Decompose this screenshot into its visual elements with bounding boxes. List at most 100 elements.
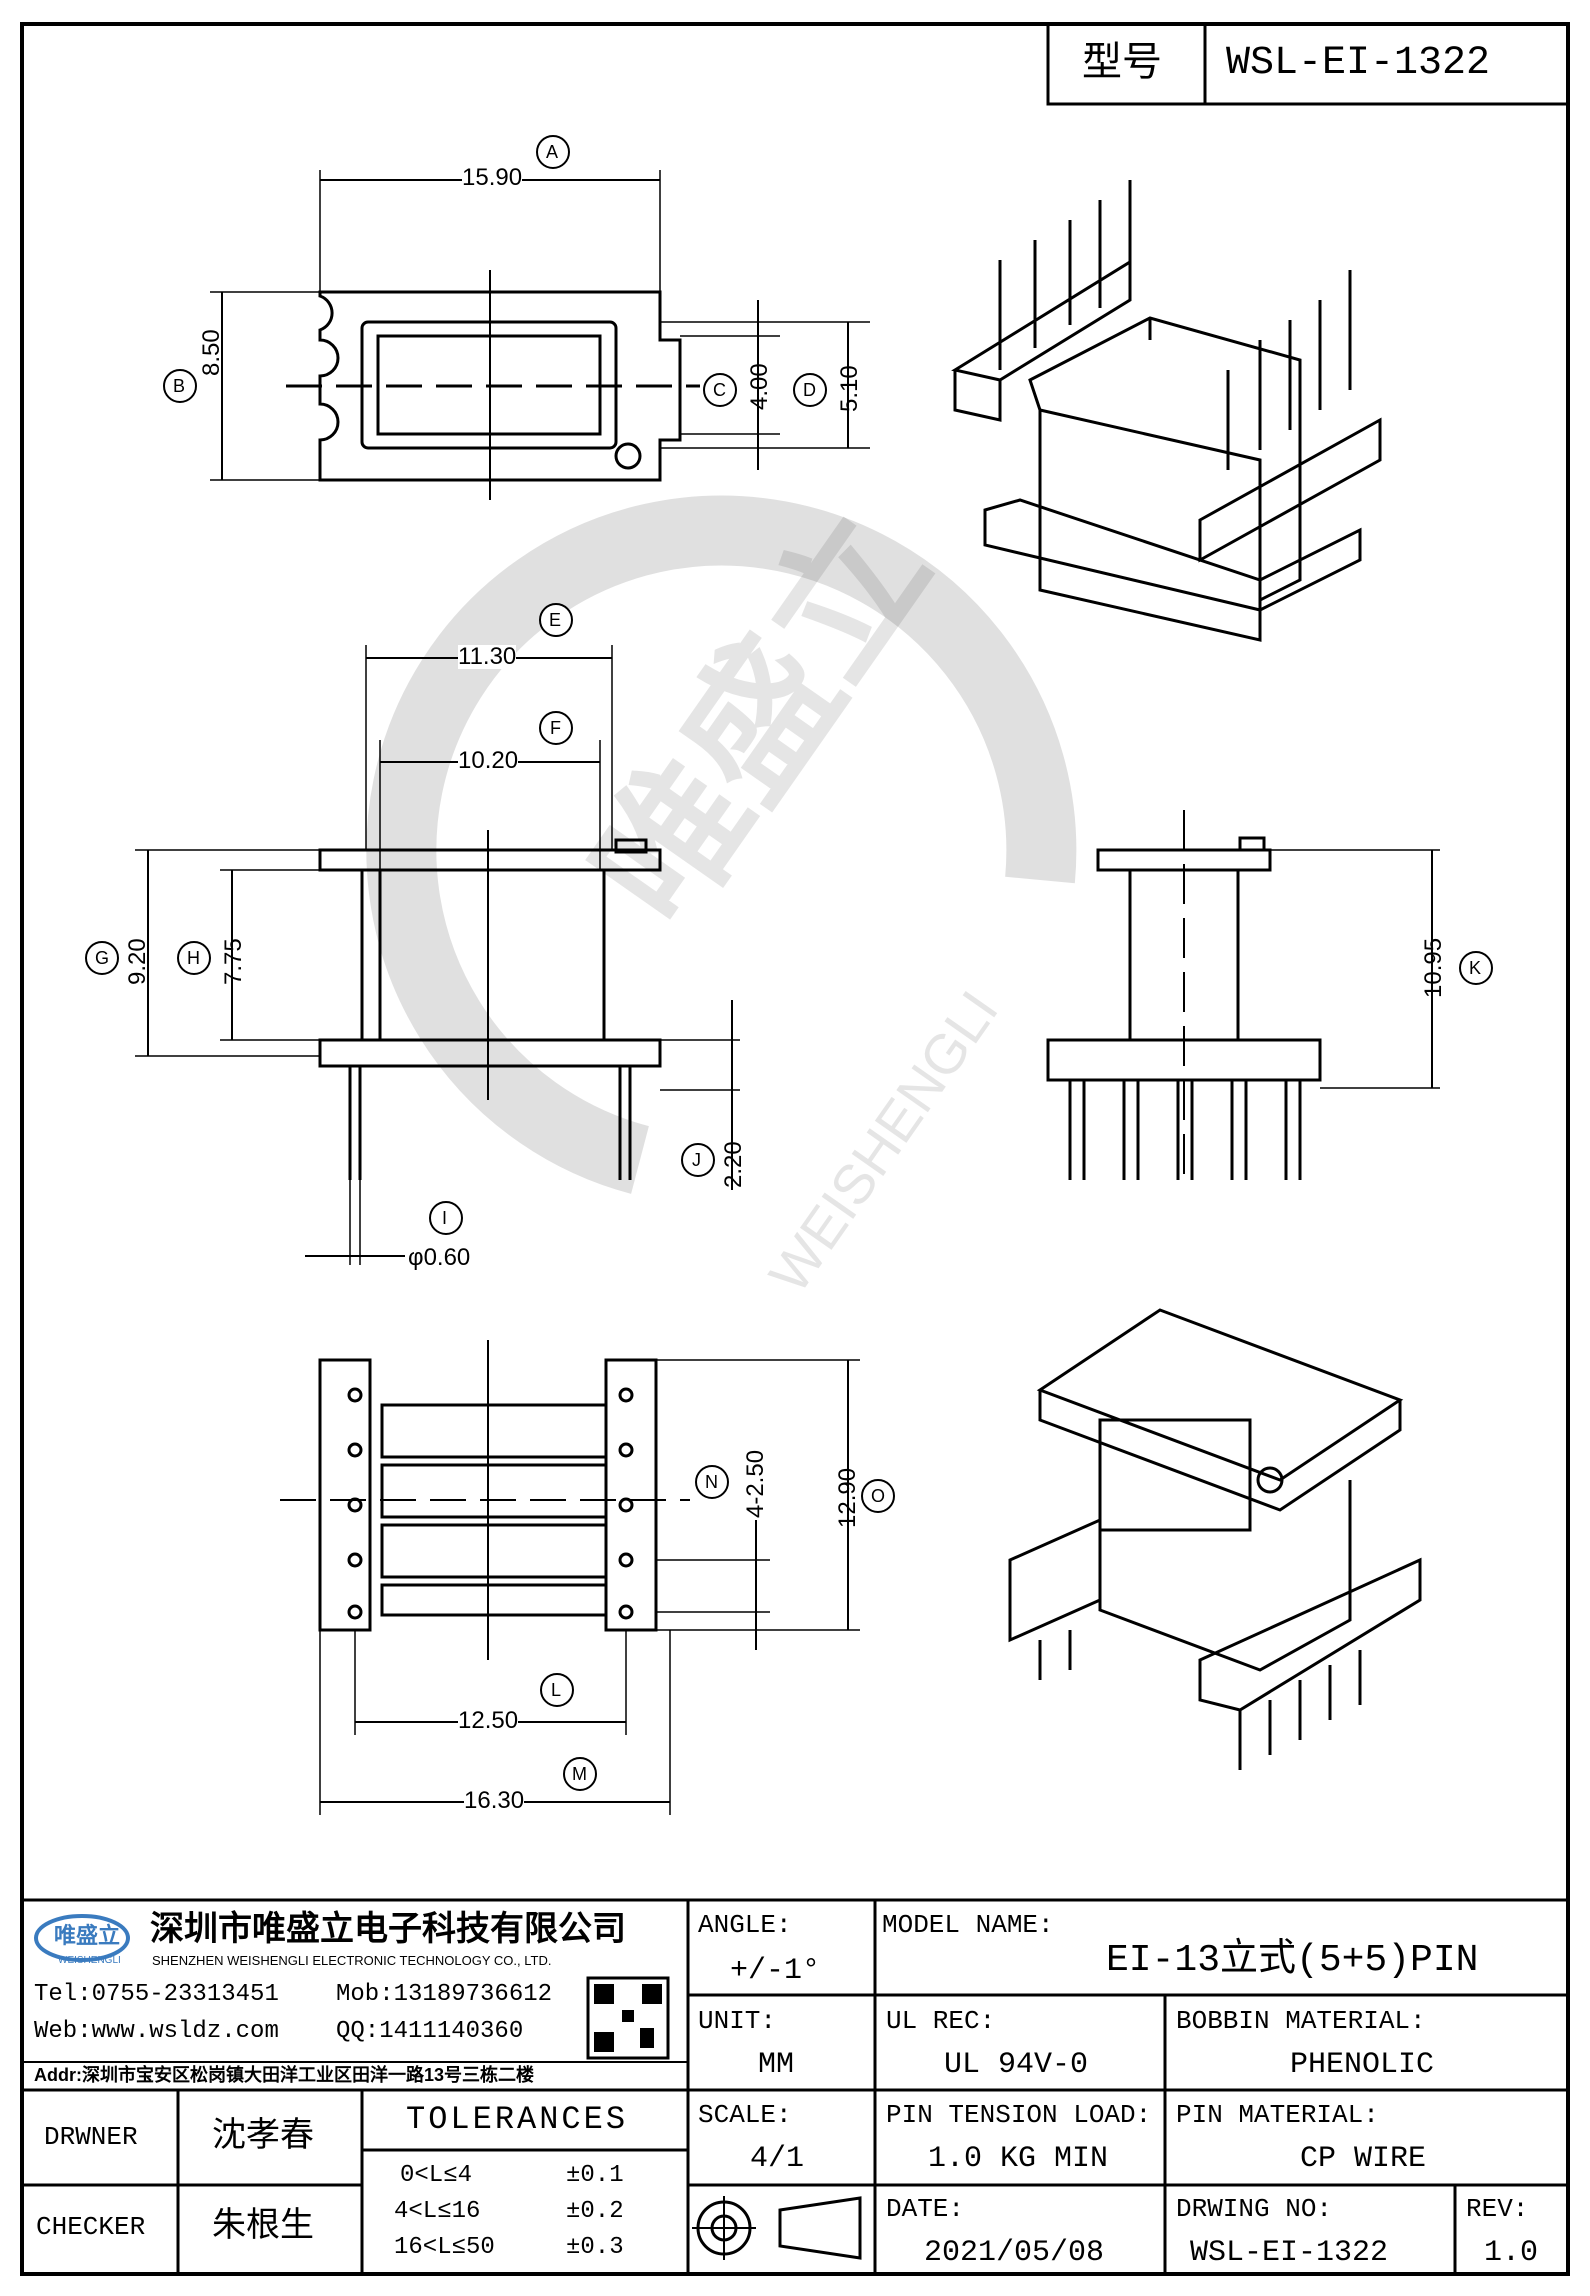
dim-J-value: 2.20 [720,1141,747,1188]
drawer-name: 沈孝春 [212,2116,314,2154]
tol-value-0: ±0.1 [566,2162,624,2189]
bobbin-label: BOBBIN MATERIAL: [1176,2006,1426,2036]
tag-H: H [187,948,200,968]
dim-O-value: 12.90 [834,1467,861,1528]
dim-I-value: φ0.60 [408,1244,471,1271]
tol-range-1: 4<L≤16 [394,2198,481,2225]
side-view [1046,810,1440,1180]
model-value: WSL-EI-1322 [1226,41,1491,86]
tag-L: L [551,1680,562,1700]
tag-C-circle [703,373,737,407]
logo-sub: WEISHENGLI [58,1955,121,1966]
bottom-view [280,1340,860,1815]
title-block-grid [22,22,1570,2274]
company-tel: Tel:0755-23313451 [34,1981,279,2008]
top-view [210,170,870,500]
dim-F-value: 10.20 [458,747,519,774]
tag-D: D [803,380,816,400]
date-label: DATE: [886,2194,965,2224]
tag-A-circle [536,135,570,169]
unit-value: MM [758,2048,795,2082]
checker-label: CHECKER [36,2212,146,2242]
bobbin-value: PHENOLIC [1290,2048,1435,2082]
dim-D-value: 5.10 [836,365,863,412]
ul-value: UL 94V-0 [944,2048,1089,2082]
tag-N-circle [695,1465,729,1499]
projection-symbol-icon [692,2196,862,2260]
company-mob: Mob:13189736612 [336,1981,553,2008]
tag-G-circle [85,941,119,975]
dim-E-value: 11.30 [458,643,517,670]
tag-M: M [572,1764,587,1784]
sheet-border [20,22,1570,2276]
dim-M-value: 16.30 [464,1787,525,1814]
tag-K: K [1469,958,1482,978]
pin-material-label: PIN MATERIAL: [1176,2100,1379,2130]
dim-K-value: 10.95 [1420,937,1447,998]
tag-A: A [546,142,559,162]
rev-value: 1.0 [1484,2236,1539,2270]
dim-L-value: 12.50 [458,1707,519,1734]
tag-E-circle [539,603,573,637]
tol-range-0: 0<L≤4 [400,2162,473,2189]
rev-label: REV: [1466,2194,1529,2224]
drawer-label: DRWNER [44,2122,138,2152]
drawing-no-value: WSL-EI-1322 [1190,2236,1389,2270]
model-label: 型号 [1082,40,1162,84]
scale-value: 4/1 [750,2142,805,2176]
tag-D-circle [793,373,827,407]
isometric-view-bottom [1008,1308,1422,1770]
dim-N-value: 4-2.50 [742,1449,769,1518]
scale-label: SCALE: [698,2100,792,2130]
company-qq: QQ:1411140360 [336,2018,524,2045]
tag-G: G [95,948,110,968]
pin-tension-value: 1.0 KG MIN [928,2142,1109,2176]
tag-O-circle [861,1479,895,1513]
qr-code-icon [586,1976,670,2060]
date-value: 2021/05/08 [924,2236,1105,2270]
company-name-cn: 深圳市唯盛立电子科技有限公司 [150,1910,626,1948]
tag-I-circle [429,1201,463,1235]
company-addr: Addr:深圳市宝安区松岗镇大田洋工业区田洋一路13号三栋二楼 [34,2065,535,2085]
dim-B-value: 8.50 [198,329,225,376]
model-name-value: EI-13立式(5+5)PIN [1106,1939,1479,1982]
isometric-view-top [951,180,1382,642]
tag-K-circle [1459,951,1493,985]
tolerances-title: TOLERANCES [406,2101,629,2138]
tag-I: I [442,1208,448,1228]
pin-tension-label: PIN TENSION LOAD: [886,2100,1152,2130]
company-web: Web:www.wsldz.com [34,2018,279,2045]
tag-M-circle [563,1757,597,1791]
unit-label: UNIT: [698,2006,777,2036]
tag-F-circle [539,711,573,745]
watermark-logo [366,495,1077,1194]
dim-A-value: 15.90 [462,164,523,191]
tol-value-2: ±0.3 [566,2234,624,2261]
tag-O: O [871,1486,886,1506]
pin-material-value: CP WIRE [1300,2142,1427,2176]
tag-L-circle [540,1673,574,1707]
angle-value: +/-1° [730,1954,821,1988]
checker-name: 朱根生 [212,2206,314,2244]
drawing-no-label: DRWING NO: [1176,2194,1333,2224]
model-name-label: MODEL NAME: [882,1910,1054,1940]
tag-C: C [713,380,726,400]
tag-H-circle [177,941,211,975]
tol-value-1: ±0.2 [566,2198,624,2225]
ul-label: UL REC: [886,2006,996,2036]
company-logo-icon [34,1914,130,1962]
tag-F: F [550,718,561,738]
tag-B-circle [163,369,197,403]
tag-J: J [692,1150,701,1170]
tag-J-circle [681,1143,715,1177]
dim-H-value: 7.75 [220,938,247,985]
tol-range-2: 16<L≤50 [394,2234,495,2261]
dim-G-value: 9.20 [124,938,151,985]
dimension-tags [85,135,1493,1791]
company-name-en: SHENZHEN WEISHENGLI ELECTRONIC TECHNOLOG… [152,1953,552,1968]
tag-B: B [173,376,186,396]
tag-E: E [549,610,562,630]
logo-text: 唯盛立 [54,1923,121,1948]
dim-C-value: 4.00 [746,363,773,410]
